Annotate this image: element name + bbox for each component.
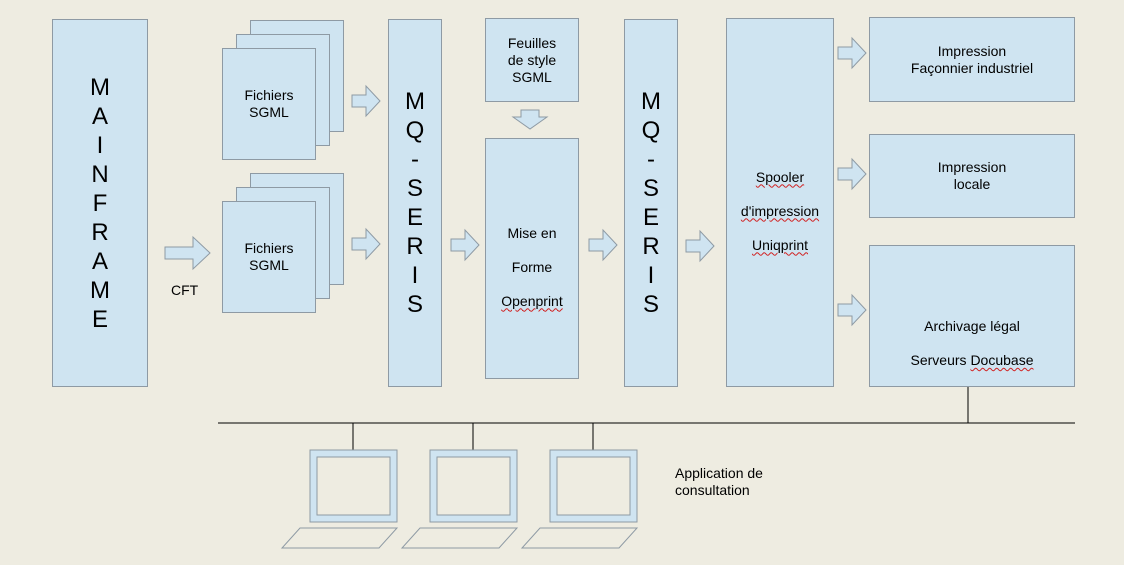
arrow-right-icon [351, 227, 381, 261]
mise-en-forme-line-3: Openprint [501, 292, 563, 309]
arrow-right-icon [351, 84, 381, 118]
mainframe-letter: A [91, 247, 108, 275]
fichiers-sgml-box-1: Fichiers SGML [222, 48, 316, 160]
laptop-icon [280, 449, 399, 549]
mise-en-forme-label: Mise en Forme Openprint [501, 208, 562, 310]
mq-series-1-letter: - [411, 146, 419, 173]
mise-en-forme-line-2: Forme [511, 258, 553, 275]
mainframe-letter: R [91, 218, 109, 246]
fichiers-sgml-label-2: Fichiers SGML [244, 240, 294, 273]
mise-en-forme-box: Mise en Forme Openprint [485, 138, 579, 379]
fichiers-sgml-box-2: Fichiers SGML [222, 201, 316, 313]
application-consultation-label: Application de consultation [675, 465, 763, 498]
mq-series-1-letter: S [406, 291, 423, 318]
mq-series-1-letter: M [405, 88, 425, 115]
arrow-right-icon [837, 36, 867, 70]
arrow-right-icon [588, 228, 618, 262]
mq-series-2-letter: - [647, 146, 655, 173]
spooler-line-1: Spooler [755, 168, 805, 185]
feuilles-style-box: Feuilles de style SGML [485, 18, 579, 102]
mq-series-2-letter: S [642, 291, 659, 318]
archivage-line-2b: Docubase [970, 352, 1034, 368]
impression-locale-label: Impression locale [937, 159, 1007, 192]
mainframe-letter: F [92, 189, 108, 217]
archivage-line-1: Archivage légal [924, 318, 1020, 334]
mq-series-1-letter: I [411, 262, 419, 289]
mq-series-2-letter: Q [641, 117, 661, 144]
mq-series-1-letter: Q [405, 117, 425, 144]
archivage-label: Archivage légal Serveurs Docubase [911, 301, 1034, 369]
mainframe-letter: A [91, 102, 108, 130]
mainframe-letter: M [90, 276, 110, 304]
mq-series-2-letter: M [641, 88, 661, 115]
mainframe-letter: E [91, 305, 108, 333]
laptop-icon [520, 449, 639, 549]
spooler-label: Spooler d'impression Uniqprint [741, 152, 819, 254]
mq-series-1-letter: S [406, 175, 423, 202]
laptop-icon [400, 449, 519, 549]
archivage-line-2a: Serveurs [910, 352, 971, 368]
impression-locale-box: Impression locale [869, 134, 1075, 218]
arrow-right-icon [837, 157, 867, 191]
spooler-line-3: Uniqprint [751, 236, 809, 253]
feuilles-style-label: Feuilles de style SGML [507, 34, 557, 85]
mq-series-1-letter: E [406, 204, 423, 231]
spooler-box: Spooler d'impression Uniqprint [726, 18, 834, 387]
mq-series-1-letter: R [406, 233, 424, 260]
mainframe-letter: N [91, 160, 109, 188]
arrow-down-icon [511, 109, 549, 130]
mq-series-2-letter: R [642, 233, 660, 260]
mainframe-letter: I [96, 131, 104, 159]
arrow-right-icon [450, 228, 480, 262]
arrow-right-icon [837, 293, 867, 327]
fichiers-sgml-label-1: Fichiers SGML [244, 87, 294, 120]
impression-faconnier-label: Impression Façonnier industriel [910, 43, 1034, 76]
mise-en-forme-line-1: Mise en [507, 224, 557, 241]
mq-series-2-letter: I [647, 262, 655, 289]
impression-faconnier-box: Impression Façonnier industriel [869, 17, 1075, 102]
spooler-line-2: d'impression [740, 202, 820, 219]
cft-label: CFT [171, 282, 199, 298]
arrow-right-icon [164, 235, 211, 271]
archivage-box: Archivage légal Serveurs Docubase [869, 245, 1075, 387]
arrow-right-icon [685, 229, 715, 263]
mainframe-letter: M [90, 73, 110, 101]
mq-series-2-letter: E [642, 204, 659, 231]
mq-series-2-letter: S [642, 175, 659, 202]
